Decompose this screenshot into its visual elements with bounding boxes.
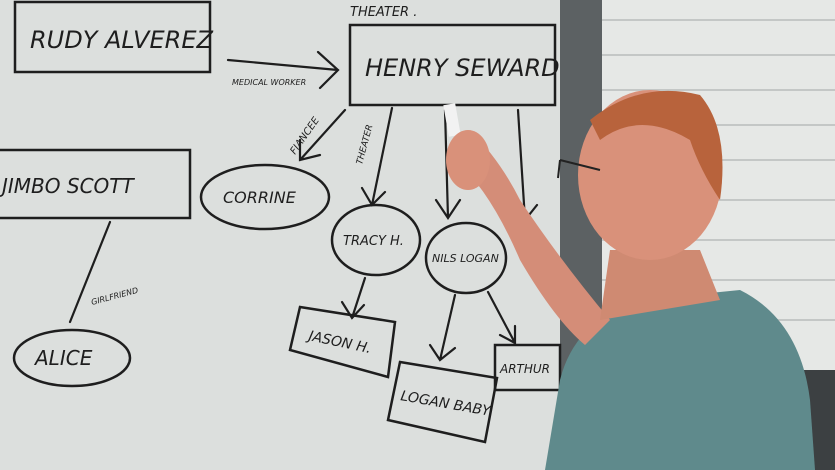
node-nils: NILS LOGAN	[432, 252, 499, 265]
jason-box	[288, 305, 397, 379]
marker	[443, 103, 461, 137]
person	[443, 90, 815, 470]
label-medical-worker: MEDICAL WORKER	[232, 78, 306, 87]
node-rudy: RUDY ALVEREZ	[30, 26, 213, 54]
diagram-arrows	[68, 50, 539, 362]
hair	[590, 90, 723, 200]
node-jimbo: JIMBO SCOTT	[0, 174, 135, 198]
glasses	[557, 159, 601, 179]
label-theater-top: THEATER .	[350, 5, 417, 20]
neck	[600, 250, 720, 320]
logan-baby-box	[386, 360, 499, 444]
hand	[446, 130, 490, 190]
corrine-ellipse	[199, 163, 331, 231]
arthur-box	[493, 343, 562, 392]
alice-ellipse	[12, 328, 132, 388]
node-tracy: TRACY H.	[343, 234, 404, 249]
scrubs-body	[545, 290, 815, 470]
rudy-box	[13, 0, 212, 74]
tracy-ellipse	[330, 203, 422, 277]
nils-ellipse	[424, 221, 508, 295]
whiteboard	[0, 0, 562, 470]
node-alice: ALICE	[33, 346, 93, 370]
node-henry: HENRY SEWARD	[365, 54, 560, 82]
node-arthur: ARTHUR	[499, 362, 550, 376]
node-corrine: CORRINE	[223, 188, 297, 207]
jimbo-box	[0, 148, 192, 220]
arm	[455, 130, 610, 345]
